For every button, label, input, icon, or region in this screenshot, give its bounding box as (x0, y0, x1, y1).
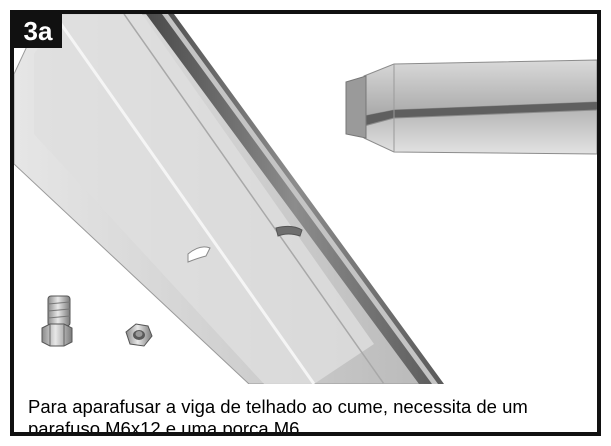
step-badge: 3a (14, 14, 62, 48)
roof-beam (14, 14, 444, 384)
assembly-illustration (14, 14, 597, 384)
nut-icon (125, 323, 153, 347)
caption-text: Para aparafusar a viga de telhado ao cum… (28, 396, 528, 436)
ridge-profile (345, 59, 597, 155)
bolt-icon (41, 295, 73, 347)
instruction-panel: 3a Para aparafusar a viga de telhado ao … (10, 10, 601, 436)
